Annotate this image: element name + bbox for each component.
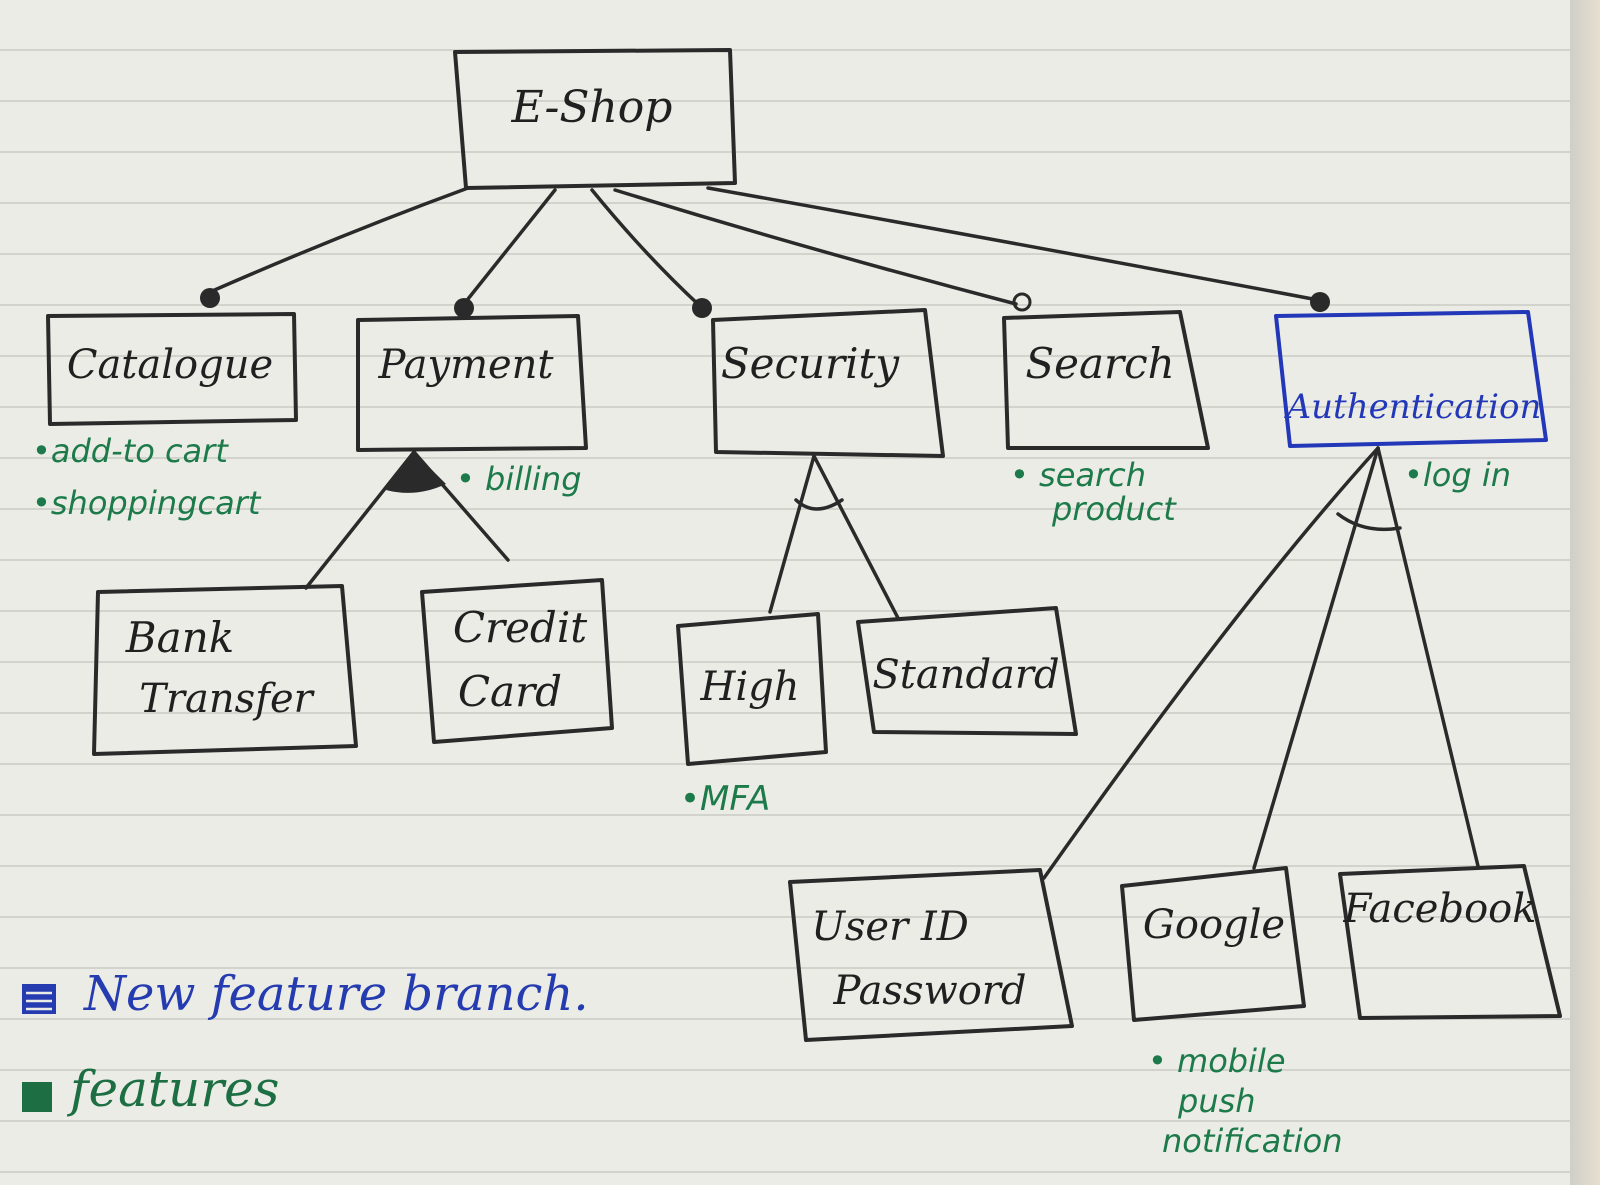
node-e-shop: E-Shop (453, 48, 737, 190)
node-catalogue-label: Catalogue (67, 342, 273, 388)
note-catalogue-line1: •add-to cart (32, 432, 229, 470)
edge-root-search (613, 188, 1018, 306)
legend-features: features (66, 1060, 279, 1118)
payment-group (304, 450, 510, 590)
node-payment-label: Payment (378, 342, 555, 388)
node-bank-transfer: Bank Transfer (92, 584, 358, 756)
edge-security-standard (812, 454, 900, 620)
node-standard: Standard (856, 606, 1078, 736)
security-group (768, 454, 900, 620)
node-payment: Payment (356, 314, 588, 452)
edge-auth-user-id-password (1042, 446, 1380, 880)
edge-root-authentication (706, 186, 1320, 302)
mandatory-marker-payment (454, 298, 474, 318)
legend-swatch-features-icon (22, 1082, 52, 1112)
or-group-marker-payment (386, 452, 446, 493)
note-authentication: •log in (1404, 456, 1511, 494)
node-bank-transfer-line2: Transfer (139, 676, 315, 722)
note-search-line1: • search (1010, 456, 1146, 494)
node-user-id-password: User ID Password (788, 868, 1074, 1042)
node-google: Google (1120, 866, 1306, 1022)
note-google-line1: • mobile (1148, 1042, 1286, 1080)
note-search-line2: product (1051, 490, 1177, 528)
node-facebook-label: Facebook (1343, 886, 1537, 932)
mandatory-marker-authentication (1310, 292, 1330, 312)
node-search-label: Search (1025, 339, 1174, 388)
note-payment: • billing (456, 460, 582, 498)
node-high-label: High (699, 664, 799, 710)
node-security: Security (711, 308, 945, 458)
node-standard-label: Standard (872, 652, 1059, 698)
edge-payment-bank-transfer (304, 450, 416, 590)
node-authentication-label: Authentication (1284, 387, 1542, 427)
node-bank-transfer-line1: Bank (125, 613, 234, 662)
mandatory-marker-catalogue (200, 288, 220, 308)
edge-root-security (590, 188, 702, 308)
note-google-line3: notification (1162, 1122, 1342, 1160)
legend: New feature branch. features (22, 966, 589, 1118)
edge-markers (200, 288, 1330, 318)
edge-root-payment (462, 188, 557, 306)
node-catalogue: Catalogue (46, 312, 298, 426)
node-facebook: Facebook (1338, 864, 1562, 1020)
node-credit-card-line2: Card (458, 667, 562, 716)
root-edges (208, 186, 1320, 308)
mandatory-marker-security (692, 298, 712, 318)
edge-auth-facebook (1376, 446, 1480, 868)
optional-marker-search (1012, 292, 1032, 312)
note-catalogue-line2: •shoppingcart (32, 484, 262, 522)
node-google-label: Google (1143, 902, 1285, 948)
note-google-line2: push (1177, 1082, 1256, 1120)
edge-root-catalogue (208, 186, 470, 294)
legend-new-feature-branch: New feature branch. (83, 966, 589, 1022)
node-user-id-password-line2: Password (832, 968, 1026, 1014)
authentication-group (1042, 446, 1480, 880)
node-authentication: Authentication (1274, 310, 1548, 448)
node-search: Search (1002, 310, 1210, 450)
legend-swatch-new-feature-icon (22, 984, 56, 1014)
node-credit-card: Credit Card (420, 578, 614, 744)
note-high: •MFA (680, 779, 770, 819)
edge-auth-google (1252, 446, 1380, 870)
edge-security-high (768, 454, 816, 614)
node-user-id-password-line1: User ID (811, 904, 969, 950)
node-e-shop-label: E-Shop (511, 82, 673, 133)
node-credit-card-line1: Credit (453, 603, 587, 652)
alt-group-marker-authentication (1336, 512, 1402, 532)
feature-notes: •add-to cart •shoppingcart • billing • s… (32, 432, 1511, 1160)
node-high: High (676, 612, 828, 766)
node-security-label: Security (721, 339, 901, 388)
notebook-edge (1570, 0, 1600, 1185)
alt-group-marker-security (794, 498, 844, 511)
